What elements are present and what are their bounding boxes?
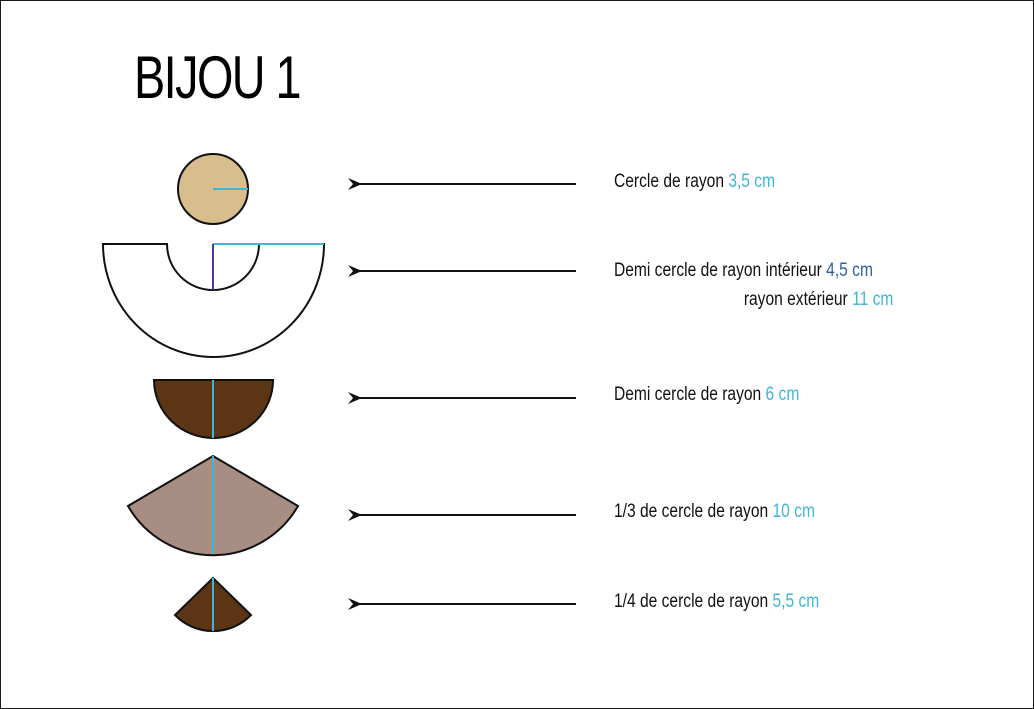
half-circle-shape bbox=[152, 379, 275, 439]
label-half-circle-text: Demi cercle de rayon bbox=[614, 384, 762, 405]
third-circle-shape bbox=[126, 454, 300, 557]
label-third-circle: 1/3 de cercle de rayon 10 cm bbox=[614, 502, 815, 521]
label-half-circle-value: 6 cm bbox=[765, 384, 800, 405]
quarter-circle-shape bbox=[173, 576, 253, 633]
label-half-annulus-outer-value: 11 cm bbox=[851, 289, 893, 310]
label-circle: Cercle de rayon 3,5 cm bbox=[614, 172, 775, 191]
label-quarter-circle: 1/4 de cercle de rayon 5,5 cm bbox=[614, 592, 819, 611]
label-half-annulus: Demi cercle de rayon intérieur 4,5 cm bbox=[614, 261, 873, 280]
circle-shape bbox=[177, 153, 249, 225]
label-quarter-circle-text: 1/4 de cercle de rayon bbox=[614, 591, 769, 612]
label-third-circle-value: 10 cm bbox=[772, 501, 815, 522]
label-quarter-circle-value: 5,5 cm bbox=[772, 591, 820, 612]
label-half-annulus-inner-value: 4,5 cm bbox=[826, 260, 873, 281]
label-half-annulus-line2-text: rayon extérieur bbox=[743, 289, 848, 310]
label-circle-value: 3,5 cm bbox=[728, 171, 776, 192]
label-half-annulus-line2: rayon extérieur 11 cm bbox=[743, 290, 893, 309]
label-half-annulus-text: Demi cercle de rayon intérieur bbox=[614, 260, 822, 281]
half-annulus-shape bbox=[101, 243, 326, 358]
page-title: BIJOU 1 bbox=[134, 44, 301, 111]
label-half-circle: Demi cercle de rayon 6 cm bbox=[614, 385, 799, 404]
label-circle-text: Cercle de rayon bbox=[614, 171, 724, 192]
label-third-circle-text: 1/3 de cercle de rayon bbox=[614, 501, 769, 522]
